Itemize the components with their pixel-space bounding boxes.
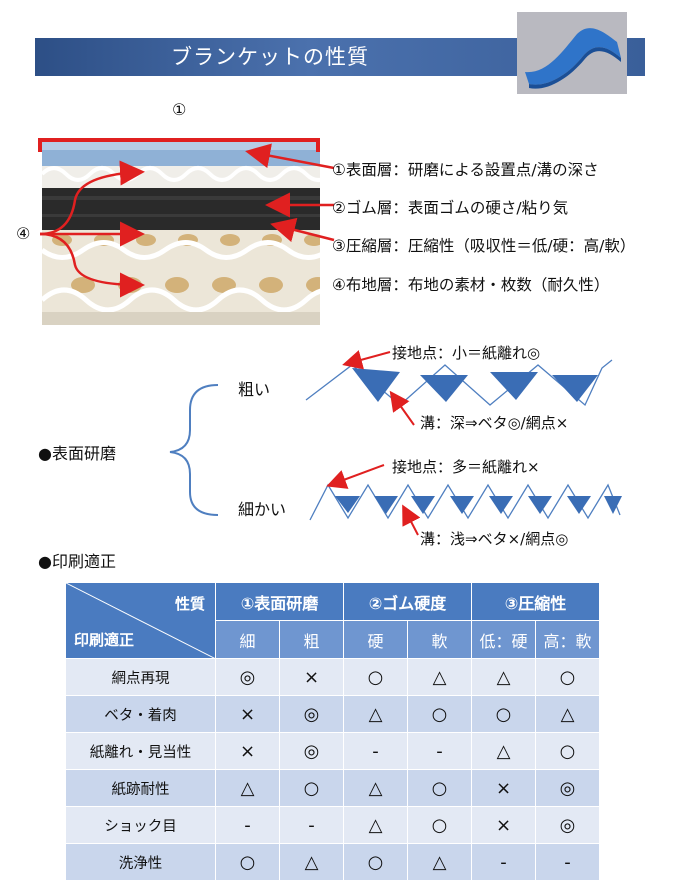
table-cell: ◎ — [535, 769, 600, 807]
row-label: 洗浄性 — [65, 843, 216, 881]
table-row: 紙跡耐性△○△○×◎ — [65, 769, 600, 807]
corner-top-label: 性質 — [174, 595, 205, 613]
page-title: ブランケットの性質 — [171, 45, 369, 69]
table-body: 網点再現◎×○△△○ベタ・着肉×◎△○○△紙離れ・見当性×◎--△○紙跡耐性△○… — [65, 658, 600, 881]
table-cell: ◎ — [535, 806, 600, 844]
print-section-label: ●印刷適正 — [38, 552, 116, 571]
table-cell: △ — [471, 658, 536, 696]
print-properties-table: 性質 印刷適正 ①表面研磨 ②ゴム硬度 ③圧縮性 細 粗 硬 軟 低：硬 高：軟… — [65, 582, 600, 881]
table-cell: ○ — [407, 769, 472, 807]
subheader: 高：軟 — [535, 620, 600, 659]
table-row: ショック目--△○×◎ — [65, 806, 600, 844]
table-cell: ◎ — [279, 695, 344, 733]
table-cell: ○ — [215, 843, 280, 881]
subheader: 低：硬 — [471, 620, 536, 659]
fine-label: 細かい — [238, 500, 287, 519]
table-row: ベタ・着肉×◎△○○△ — [65, 695, 600, 733]
table-cell: ◎ — [279, 732, 344, 770]
table-cell: △ — [471, 732, 536, 770]
table-cell: × — [471, 769, 536, 807]
fine-contact-note: 接地点：多＝紙離れ× — [392, 458, 540, 476]
table-cell: × — [471, 806, 536, 844]
table-cell: - — [343, 732, 408, 770]
row-label: ベタ・着肉 — [65, 695, 216, 733]
table-cell: △ — [343, 769, 408, 807]
table-cell: ◎ — [215, 658, 280, 696]
row-label: ショック目 — [65, 806, 216, 844]
group-header-surface: ①表面研磨 — [215, 582, 344, 621]
table-cell: - — [535, 843, 600, 881]
table-cell: × — [215, 695, 280, 733]
surface-polish-diagram — [169, 350, 622, 536]
group-header-compression: ③圧縮性 — [471, 582, 600, 621]
table-cell: △ — [407, 843, 472, 881]
table-row: 紙離れ・見当性×◎--△○ — [65, 732, 600, 770]
coarse-groove-note: 溝：深⇒ベタ◎/網点× — [420, 414, 569, 432]
row-label: 紙跡耐性 — [65, 769, 216, 807]
table-corner: 性質 印刷適正 — [65, 582, 216, 659]
layer-desc-2: ②ゴム層：表面ゴムの硬さ/粘り気 — [332, 199, 569, 217]
subheader: 細 — [215, 620, 280, 659]
table-cell: ○ — [535, 732, 600, 770]
table-cell: - — [407, 732, 472, 770]
table-cell: × — [279, 658, 344, 696]
subheader: 硬 — [343, 620, 408, 659]
fine-groove-note: 溝：浅⇒ベタ×/網点◎ — [420, 530, 569, 548]
layer-desc-4: ④布地層：布地の素材・枚数（耐久性） — [332, 276, 610, 294]
table-row: 洗浄性○△○△-- — [65, 843, 600, 881]
annotation-arrows — [38, 138, 335, 298]
coarse-contact-note: 接地点：小＝紙離れ◎ — [392, 344, 541, 362]
table-row: 網点再現◎×○△△○ — [65, 658, 600, 696]
table-cell: ○ — [407, 695, 472, 733]
blanket-photo — [517, 12, 627, 94]
surface-polish-label: ●表面研磨 — [38, 444, 116, 463]
corner-bottom-label: 印刷適正 — [74, 631, 135, 649]
group-header-hardness: ②ゴム硬度 — [343, 582, 472, 621]
table-cell: ○ — [407, 806, 472, 844]
table-cell: - — [279, 806, 344, 844]
table-cell: △ — [279, 843, 344, 881]
table-cell: - — [471, 843, 536, 881]
table-cell: ○ — [343, 658, 408, 696]
table-cell: × — [215, 732, 280, 770]
table-cell: ○ — [535, 658, 600, 696]
table-cell: △ — [343, 806, 408, 844]
coarse-label: 粗い — [238, 380, 271, 399]
table-cell: △ — [407, 658, 472, 696]
table-cell: ○ — [343, 843, 408, 881]
side-label-4: ④ — [16, 224, 31, 243]
table-cell: ○ — [279, 769, 344, 807]
bracket-label-1: ① — [172, 100, 187, 119]
table-cell: △ — [535, 695, 600, 733]
row-label: 網点再現 — [65, 658, 216, 696]
layer-desc-1: ①表面層：研磨による設置点/溝の深さ — [332, 161, 599, 179]
table-cell: △ — [343, 695, 408, 733]
table-cell: - — [215, 806, 280, 844]
subheader: 粗 — [279, 620, 344, 659]
row-label: 紙離れ・見当性 — [65, 732, 216, 770]
subheader: 軟 — [407, 620, 472, 659]
table-cell: △ — [215, 769, 280, 807]
table-cell: ○ — [471, 695, 536, 733]
layer-desc-3: ③圧縮層：圧縮性（吸収性＝低/硬：高/軟） — [332, 237, 636, 255]
